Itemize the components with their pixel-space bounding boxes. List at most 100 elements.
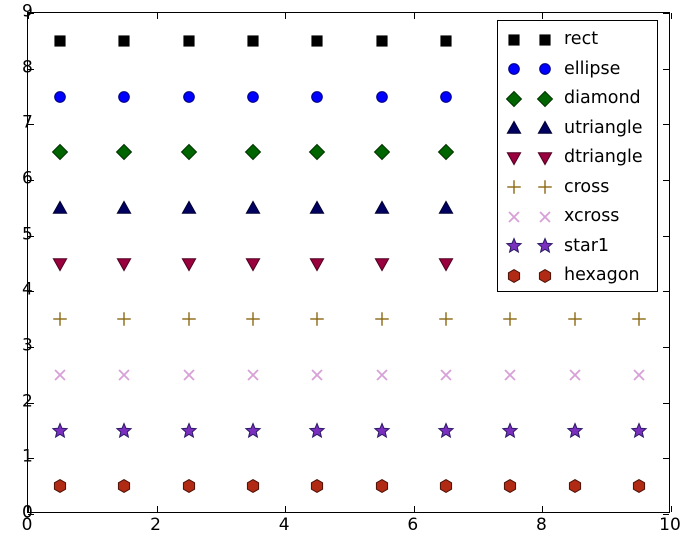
data-point-ellipse bbox=[247, 90, 259, 103]
legend-label: utriangle bbox=[564, 117, 643, 138]
data-point-hexagon bbox=[632, 479, 645, 494]
y-tick-right bbox=[663, 235, 669, 237]
data-point-hexagon bbox=[246, 479, 260, 494]
legend-entry-utriangle[interactable]: utriangle bbox=[498, 114, 657, 144]
legend-label: dtriangle bbox=[564, 147, 643, 167]
x-tick-top bbox=[156, 13, 158, 19]
data-point-xcross bbox=[504, 369, 516, 381]
data-point-hexagon bbox=[182, 479, 195, 494]
data-point-dtriangle bbox=[116, 257, 132, 272]
data-point-diamond bbox=[180, 143, 197, 161]
legend-marker-diamond bbox=[498, 84, 529, 113]
data-point-dtriangle bbox=[181, 257, 197, 272]
legend-marker-cross bbox=[498, 173, 529, 202]
legend-entry-ellipse[interactable]: ellipse bbox=[498, 55, 657, 85]
data-point-rect bbox=[118, 35, 131, 47]
data-point-hexagon bbox=[54, 479, 67, 494]
legend-marker-diamond bbox=[529, 84, 560, 113]
data-point-cross bbox=[182, 312, 196, 326]
y-tick bbox=[28, 235, 34, 237]
data-point-rect bbox=[247, 35, 259, 47]
data-point-ellipse bbox=[375, 90, 388, 103]
legend-marker-xcross bbox=[529, 202, 560, 231]
data-point-xcross bbox=[183, 369, 195, 381]
data-point-hexagon bbox=[504, 479, 517, 494]
data-point-rect bbox=[440, 35, 452, 47]
data-point-diamond bbox=[309, 143, 326, 161]
data-point-dtriangle bbox=[438, 257, 454, 272]
legend-marker-dtriangle bbox=[529, 143, 560, 172]
x-tick bbox=[156, 506, 158, 512]
y-tick-right bbox=[663, 514, 669, 515]
data-point-diamond bbox=[437, 143, 455, 161]
data-point-hexagon bbox=[311, 479, 324, 494]
data-point-xcross bbox=[440, 369, 452, 381]
legend-entry-dtriangle[interactable]: dtriangle bbox=[498, 143, 657, 173]
data-point-xcross bbox=[568, 369, 581, 381]
y-tick-right bbox=[663, 68, 669, 70]
legend-marker-cross bbox=[529, 173, 560, 202]
data-point-cross bbox=[53, 312, 67, 326]
data-point-dtriangle bbox=[309, 257, 325, 272]
x-tick-label: 8 bbox=[535, 515, 547, 535]
x-tick-label: 10 bbox=[659, 515, 681, 535]
data-point-rect bbox=[54, 35, 66, 47]
data-point-star1 bbox=[308, 421, 326, 438]
data-point-star1 bbox=[244, 421, 262, 438]
legend-marker-utriangle bbox=[529, 114, 560, 143]
legend-entry-star1[interactable]: star1 bbox=[498, 232, 657, 262]
legend-entry-hexagon[interactable]: hexagon bbox=[498, 261, 657, 291]
legend-box[interactable]: rect ellipse diamond utriangle dtriangle cros… bbox=[497, 20, 658, 292]
legend-entry-xcross[interactable]: xcross bbox=[498, 202, 657, 232]
x-tick bbox=[28, 506, 29, 512]
legend-marker-hexagon bbox=[498, 261, 529, 290]
legend-marker-rect bbox=[529, 25, 560, 54]
legend-label: ellipse bbox=[564, 58, 621, 79]
legend-label: diamond bbox=[564, 88, 641, 108]
y-tick bbox=[28, 13, 34, 14]
y-tick bbox=[28, 402, 34, 404]
data-point-ellipse bbox=[54, 90, 66, 103]
data-point-star1 bbox=[566, 421, 583, 438]
data-point-utriangle bbox=[438, 200, 454, 214]
data-point-star1 bbox=[51, 421, 69, 438]
data-point-cross bbox=[117, 312, 132, 326]
data-point-star1 bbox=[630, 421, 648, 438]
x-tick bbox=[285, 506, 287, 512]
data-point-utriangle bbox=[181, 200, 197, 214]
legend-entry-diamond[interactable]: diamond bbox=[498, 84, 657, 114]
legend-marker-dtriangle bbox=[498, 143, 529, 172]
legend-entry-cross[interactable]: cross bbox=[498, 173, 657, 203]
data-point-hexagon bbox=[568, 479, 581, 494]
data-point-rect bbox=[183, 35, 195, 47]
data-point-dtriangle bbox=[52, 257, 68, 272]
x-tick-label: 4 bbox=[278, 515, 290, 535]
data-point-cross bbox=[503, 312, 517, 326]
data-point-dtriangle bbox=[245, 257, 261, 272]
x-tick bbox=[542, 506, 544, 512]
data-point-xcross bbox=[118, 369, 131, 381]
legend-marker-utriangle bbox=[498, 114, 529, 143]
y-tick bbox=[28, 124, 34, 126]
legend-marker-rect bbox=[498, 25, 529, 54]
data-point-xcross bbox=[376, 369, 388, 381]
data-point-cross bbox=[567, 312, 582, 326]
data-point-xcross bbox=[311, 369, 323, 381]
legend-marker-hexagon bbox=[529, 261, 560, 290]
y-tick bbox=[28, 347, 34, 348]
x-tick-label: 2 bbox=[150, 515, 162, 535]
legend-entry-rect[interactable]: rect bbox=[498, 25, 657, 55]
data-point-ellipse bbox=[311, 90, 324, 103]
data-point-cross bbox=[374, 312, 389, 326]
x-tick-top bbox=[28, 13, 29, 19]
data-point-rect bbox=[376, 35, 388, 47]
legend-marker-star1 bbox=[529, 232, 560, 261]
y-tick bbox=[28, 291, 34, 293]
y-tick bbox=[28, 458, 34, 460]
y-tick-right bbox=[663, 402, 669, 404]
data-point-xcross bbox=[633, 369, 645, 381]
legend-label: rect bbox=[564, 29, 599, 49]
data-point-utriangle bbox=[309, 200, 325, 214]
y-tick-right bbox=[663, 180, 669, 181]
data-point-cross bbox=[246, 312, 260, 326]
